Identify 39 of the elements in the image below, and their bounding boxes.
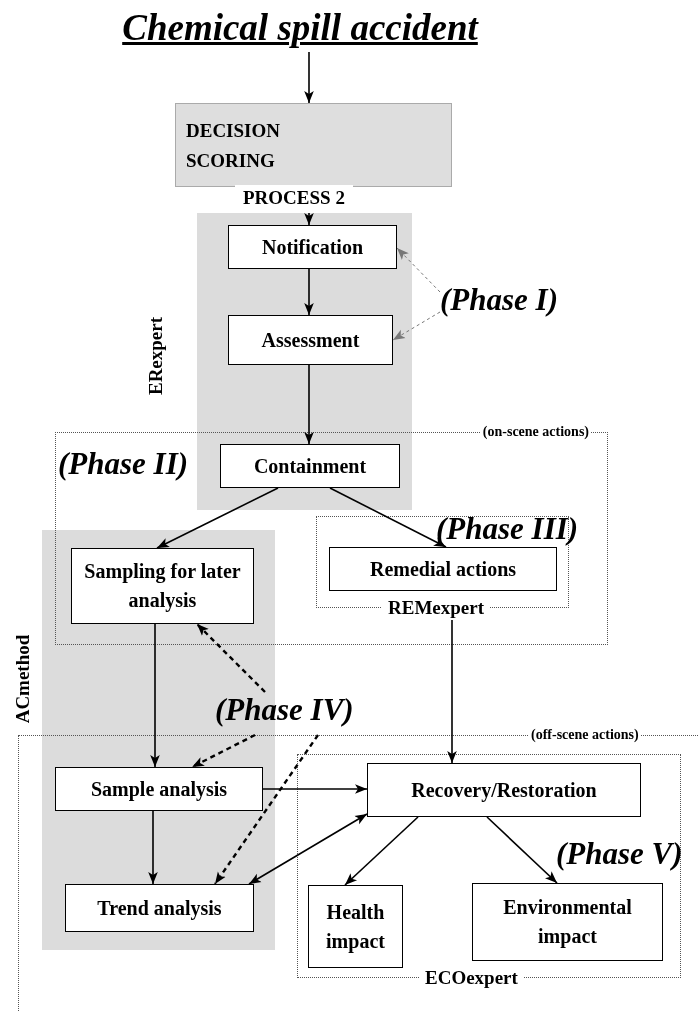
arrow — [304, 268, 314, 316]
arrow — [396, 247, 441, 293]
decision-box: DECISION SCORING — [175, 103, 452, 187]
arrow — [304, 51, 314, 104]
arrow — [304, 212, 314, 226]
process-box: Trend analysis — [65, 884, 254, 932]
arrow — [304, 364, 314, 445]
process-box: Health impact — [308, 885, 403, 968]
phase-label: (Phase V) — [556, 836, 683, 872]
arrow — [191, 733, 256, 769]
process-box: Sample analysis — [55, 767, 263, 811]
process-box: Containment — [220, 444, 400, 488]
arrow — [486, 816, 558, 884]
process-box: Environmental impact — [472, 883, 663, 961]
arrow — [214, 734, 319, 885]
region-label: ACmethod — [12, 634, 35, 724]
region-label: ERexpert — [145, 316, 168, 396]
arrow — [196, 623, 266, 693]
process-box: Sampling for later analysis — [71, 548, 254, 624]
process-box: Recovery/Restoration — [367, 763, 641, 817]
arrow — [262, 784, 368, 794]
arrow — [156, 487, 279, 549]
phase-label: (Phase I) — [440, 282, 565, 322]
arrow — [248, 813, 368, 885]
arrow — [329, 487, 447, 548]
group-label: (on-scene actions) — [480, 423, 591, 441]
process-box: Remedial actions — [329, 547, 557, 591]
arrow — [392, 311, 441, 341]
phase-label: (Phase IV) — [215, 692, 380, 735]
arrow — [447, 619, 457, 764]
process-box: Notification — [228, 225, 397, 269]
arrow — [150, 623, 160, 768]
phase-label: (Phase III) — [436, 511, 579, 547]
process-box: Assessment — [228, 315, 393, 365]
arrow — [344, 816, 419, 886]
title-text: Chemical spill accident — [100, 4, 500, 52]
phase-label: (Phase II) — [58, 446, 189, 482]
arrow — [148, 810, 158, 885]
group-label: (off-scene actions) — [529, 726, 641, 744]
